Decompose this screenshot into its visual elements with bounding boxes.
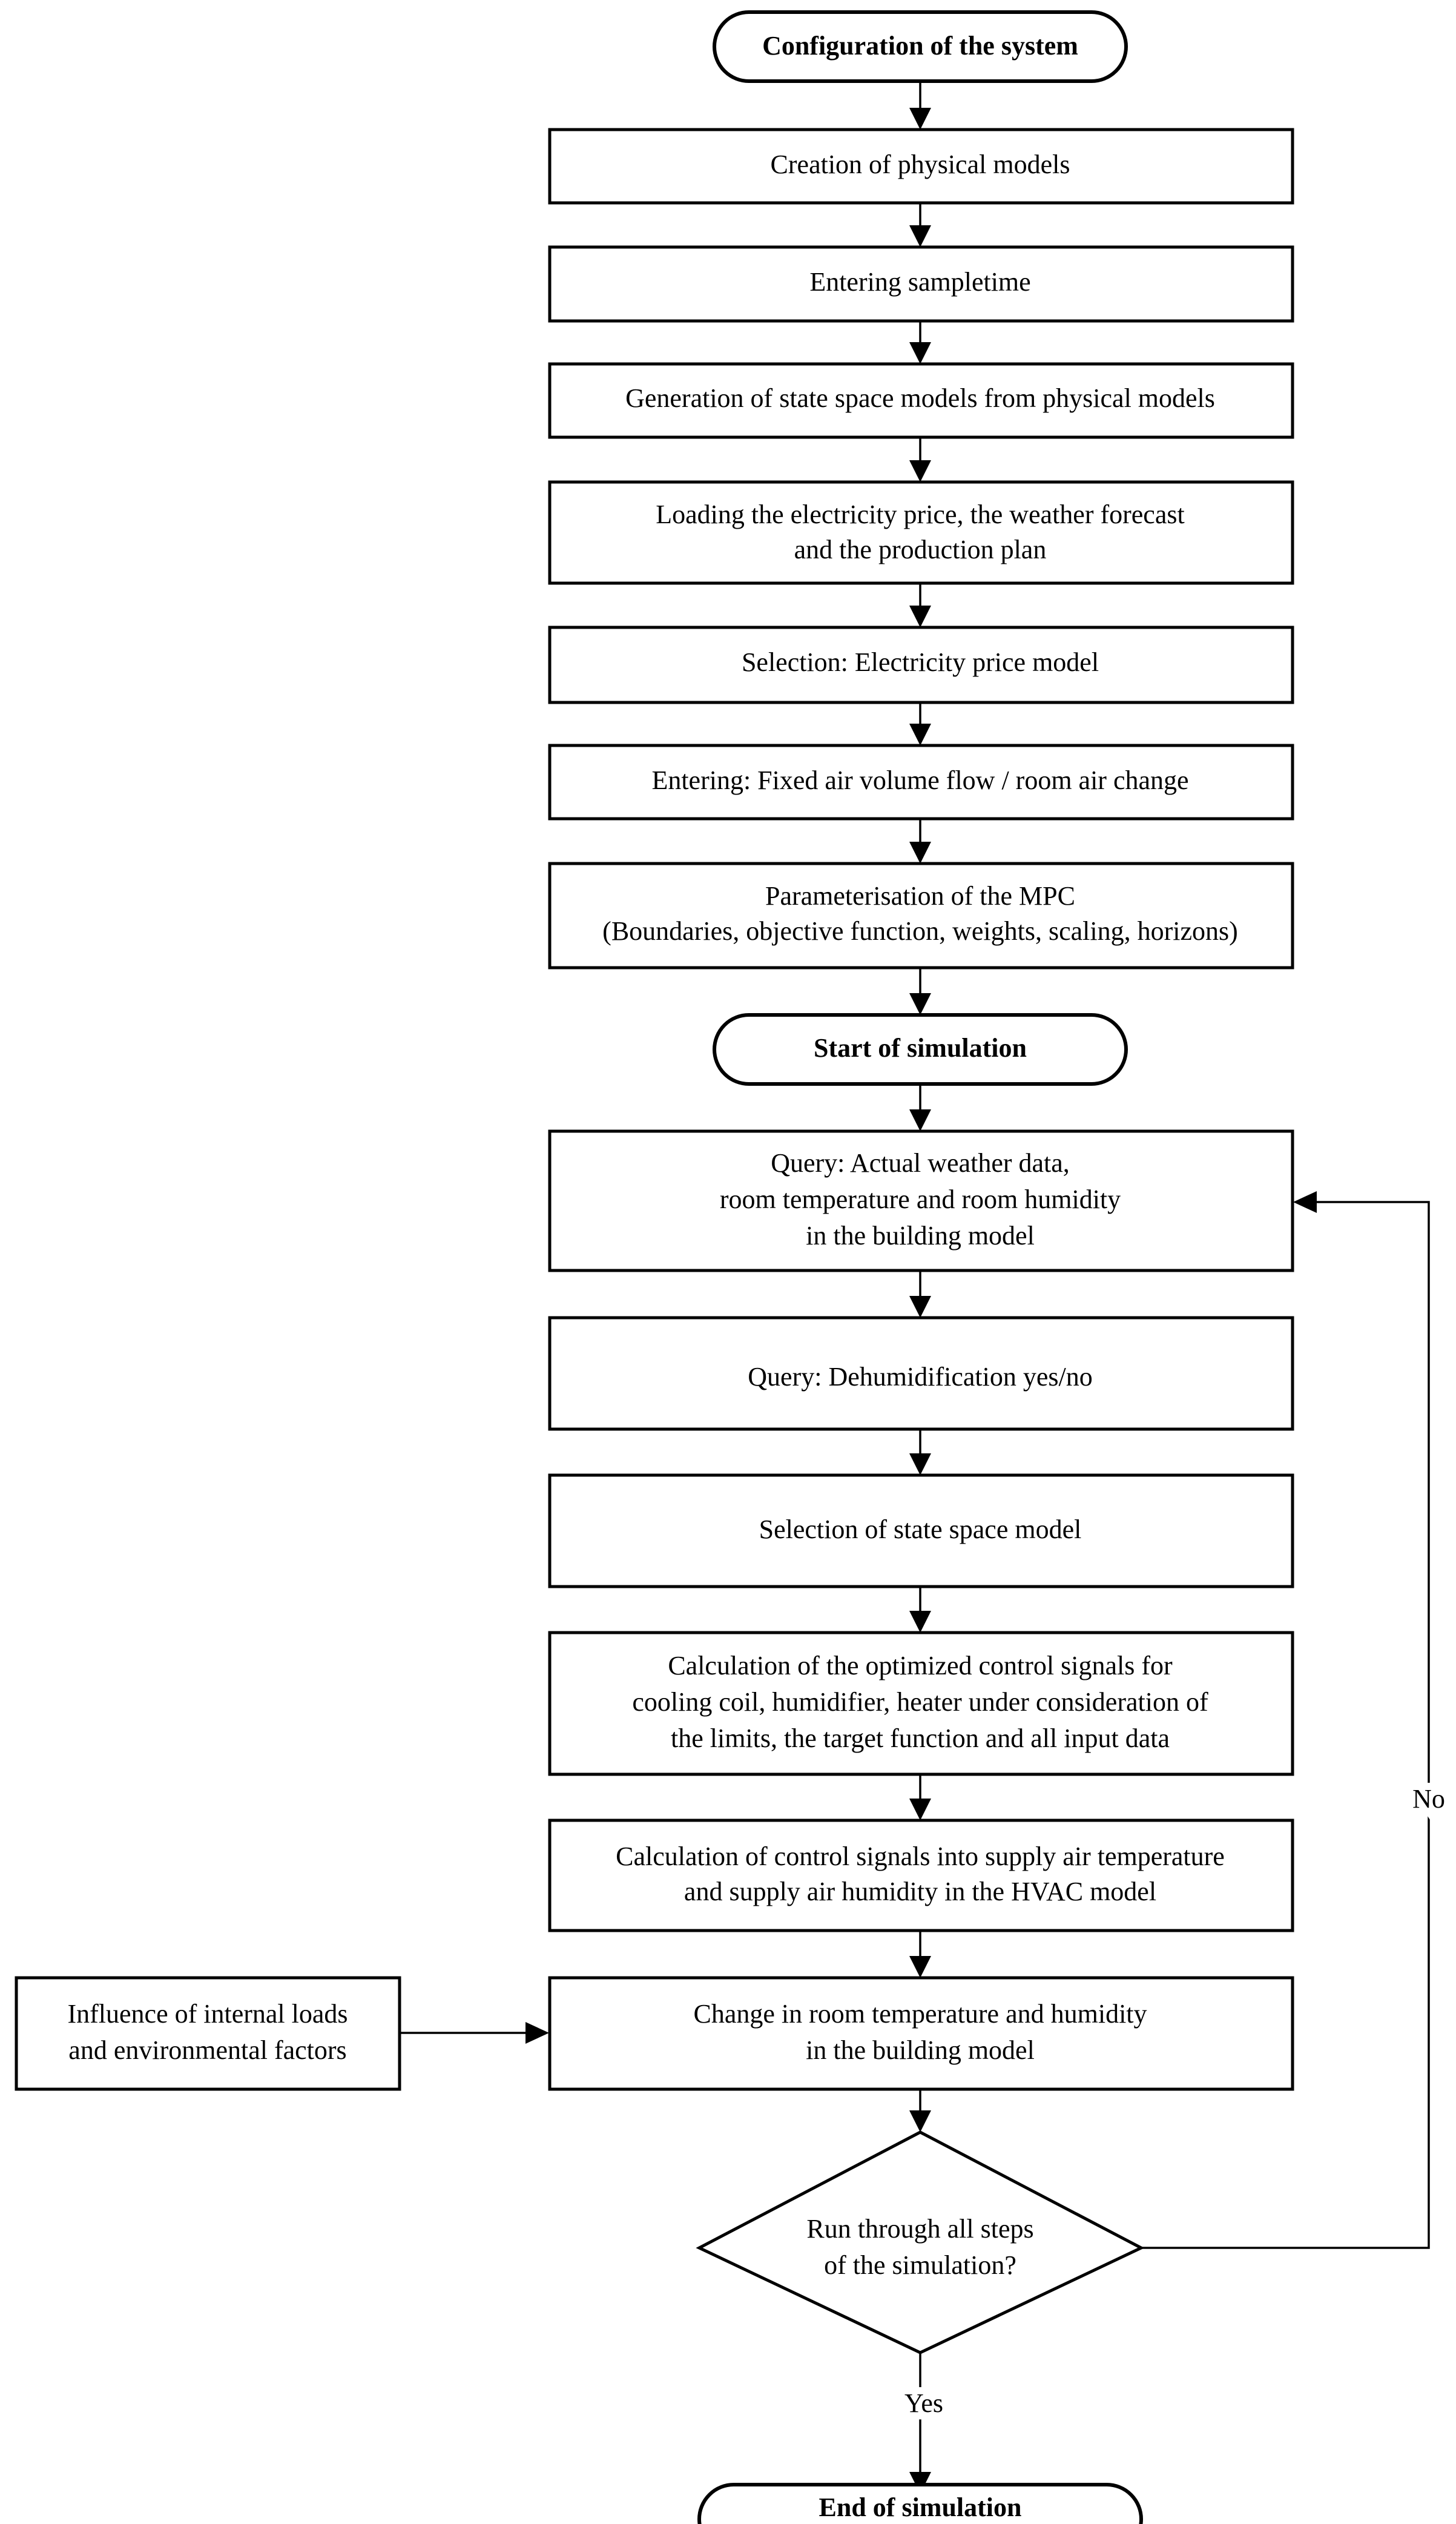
arrowhead xyxy=(909,1799,931,1820)
arrowhead xyxy=(909,606,931,627)
step-state-space-generation: Generation of state space models from ph… xyxy=(548,362,1294,439)
arrowhead xyxy=(1293,1191,1317,1213)
step-text: Entering: Fixed air volume flow / room a… xyxy=(651,765,1188,795)
step-physical-models: Creation of physical models xyxy=(548,128,1294,205)
step-query-weather: Query: Actual weather data, room tempera… xyxy=(548,1129,1294,1272)
step-query-dehumidification: Query: Dehumidification yes/no xyxy=(548,1316,1294,1431)
step-text-line: Change in room temperature and humidity xyxy=(693,1999,1147,2029)
step-text-line: and supply air humidity in the HVAC mode… xyxy=(684,1877,1156,1906)
connectors xyxy=(400,81,1430,2472)
arrowhead xyxy=(909,1453,931,1475)
arrowhead xyxy=(909,993,931,1015)
step-text-line: Calculation of the optimized control sig… xyxy=(668,1651,1173,1680)
step-sampletime: Entering sampletime xyxy=(548,245,1294,323)
step-text-line: room temperature and room humidity xyxy=(720,1184,1121,1214)
step-text-line: the limits, the target function and all … xyxy=(671,1723,1170,1753)
terminal-end: End of simulation xyxy=(697,2483,1143,2524)
step-text-line: Query: Actual weather data, xyxy=(771,1148,1070,1178)
step-text: Query: Dehumidification yes/no xyxy=(748,1362,1092,1392)
arrowhead xyxy=(909,225,931,247)
step-price-model: Selection: Electricity price model xyxy=(548,626,1294,704)
arrowheads xyxy=(525,108,1317,2494)
arrowhead xyxy=(525,2022,549,2044)
terminal-start-text: Start of simulation xyxy=(814,1033,1027,1063)
side-input-text-line: and environmental factors xyxy=(68,2035,346,2065)
arrowhead xyxy=(909,1296,931,1318)
step-change-room: Change in room temperature and humidity … xyxy=(548,1976,1294,2091)
arrowhead xyxy=(909,724,931,745)
step-calc-optimized: Calculation of the optimized control sig… xyxy=(548,1631,1294,1776)
step-text-line: Calculation of control signals into supp… xyxy=(616,1842,1225,1871)
decision-text-line: Run through all steps xyxy=(806,2214,1033,2244)
edge-label-yes: Yes xyxy=(904,2388,943,2418)
terminal-start: Start of simulation xyxy=(713,1013,1128,1086)
step-select-state-space: Selection of state space model xyxy=(548,1473,1294,1588)
step-mpc-parameterisation: Parameterisation of the MPC (Boundaries,… xyxy=(548,862,1294,970)
step-text-line: cooling coil, humidifier, heater under c… xyxy=(632,1687,1208,1717)
edge-label-no: No xyxy=(1412,1784,1445,1814)
step-text-line: Loading the electricity price, the weath… xyxy=(656,500,1184,529)
arrowhead xyxy=(909,842,931,864)
terminal-end-text: End of simulation xyxy=(819,2493,1022,2522)
arrowhead xyxy=(909,2110,931,2132)
step-text-line: in the building model xyxy=(806,2035,1035,2065)
side-input-text-line: Influence of internal loads xyxy=(67,1999,348,2029)
arrowhead xyxy=(909,342,931,364)
decision-all-steps: Run through all steps of the simulation? xyxy=(696,2130,1145,2354)
step-text: Selection: Electricity price model xyxy=(742,647,1099,677)
step-text: Entering sampletime xyxy=(809,267,1030,297)
step-calc-supply-air: Calculation of control signals into supp… xyxy=(548,1819,1294,1932)
arrowhead xyxy=(909,108,931,130)
step-text-line: (Boundaries, objective function, weights… xyxy=(602,916,1238,946)
step-text-line: in the building model xyxy=(806,1221,1035,1250)
decision-text-line: of the simulation? xyxy=(824,2250,1016,2280)
terminal-configuration-text: Configuration of the system xyxy=(762,31,1078,61)
step-text-line: and the production plan xyxy=(794,535,1047,564)
step-text-line: Parameterisation of the MPC xyxy=(765,881,1075,911)
step-text: Selection of state space model xyxy=(759,1515,1082,1544)
step-text: Creation of physical models xyxy=(771,150,1070,179)
terminal-configuration: Configuration of the system xyxy=(713,10,1128,83)
arrowhead xyxy=(909,460,931,482)
step-loading-data: Loading the electricity price, the weath… xyxy=(548,480,1294,585)
step-air-flow: Entering: Fixed air volume flow / room a… xyxy=(548,744,1294,821)
arrowhead xyxy=(909,1109,931,1131)
arrowhead xyxy=(909,1611,931,1633)
arrowhead xyxy=(909,1956,931,1978)
side-input-influence: Influence of internal loads and environm… xyxy=(15,1976,401,2091)
step-text: Generation of state space models from ph… xyxy=(625,383,1215,413)
